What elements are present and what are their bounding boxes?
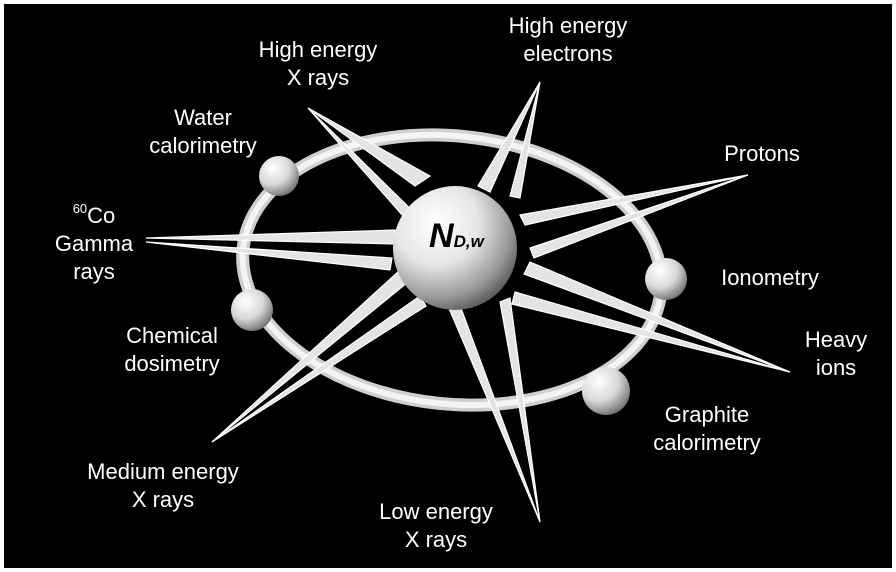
isotope-mass-number: 60 — [72, 201, 88, 216]
label-graphite-calorimetry: Graphite calorimetry — [653, 401, 761, 457]
label-line: High energy — [508, 13, 628, 38]
sphere-graphite-calorimetry — [582, 367, 630, 415]
spike-heavy-ions-2 — [511, 291, 791, 373]
label-line: rays — [73, 259, 115, 284]
label-line: Water — [174, 105, 232, 130]
label-protons: Protons — [724, 140, 800, 168]
label-line: 60Co — [55, 202, 133, 230]
spike-protons — [519, 174, 749, 226]
label-line: Heavy — [804, 327, 868, 352]
dosimetry-spheres — [231, 156, 687, 415]
label-medium-energy-x-rays: Medium energy X rays — [87, 458, 239, 514]
radiation-spikes — [145, 81, 791, 523]
label-line: Graphite — [664, 402, 750, 427]
spike-co60-gamma-2 — [145, 241, 393, 271]
label-line: X rays — [286, 65, 350, 90]
label-line: electrons — [523, 41, 613, 66]
label-ionometry: Ionometry — [721, 264, 819, 292]
label-line: Gamma — [54, 231, 134, 256]
center-label: ND,w — [429, 219, 484, 259]
label-line: ions — [815, 355, 857, 380]
label-line: dosimetry — [124, 351, 220, 376]
label-high-energy-electrons: High energy electrons — [509, 12, 628, 68]
center-label-main: N — [429, 217, 454, 255]
label-low-energy-x-rays: Low energy X rays — [379, 498, 493, 554]
label-line: Protons — [724, 141, 800, 166]
label-water-calorimetry: Water calorimetry — [149, 104, 257, 160]
label-heavy-ions: Heavy ions — [805, 326, 867, 382]
sphere-water-calorimetry — [259, 156, 299, 196]
spike-high-energy-x-rays — [307, 107, 432, 187]
isotope-symbol: Co — [87, 203, 116, 228]
center-label-sub: D,w — [453, 232, 484, 251]
spike-high-energy-electrons — [477, 81, 541, 193]
sphere-chemical-dosimetry — [231, 289, 273, 331]
spike-high-energy-electrons-2 — [509, 81, 541, 199]
spike-low-energy-x-rays — [499, 297, 541, 523]
label-line: X rays — [131, 487, 195, 512]
spike-protons-2 — [529, 174, 749, 259]
central-sphere — [393, 186, 517, 310]
label-line: High energy — [258, 37, 378, 62]
sphere-ionometry — [645, 258, 687, 300]
label-chemical-dosimetry: Chemical dosimetry — [124, 322, 219, 378]
label-line: calorimetry — [149, 133, 257, 158]
label-line: Medium energy — [87, 459, 239, 484]
label-line: Low energy — [379, 499, 493, 524]
spike-co60-gamma — [145, 229, 396, 245]
label-high-energy-x-rays: High energy X rays — [259, 36, 378, 92]
label-line: Chemical — [126, 323, 218, 348]
label-line: calorimetry — [653, 430, 761, 455]
label-line: X rays — [404, 527, 468, 552]
label-co60-gamma-rays: 60Co Gamma rays — [55, 202, 133, 286]
label-line: Ionometry — [721, 265, 819, 290]
spike-heavy-ions — [523, 261, 791, 373]
